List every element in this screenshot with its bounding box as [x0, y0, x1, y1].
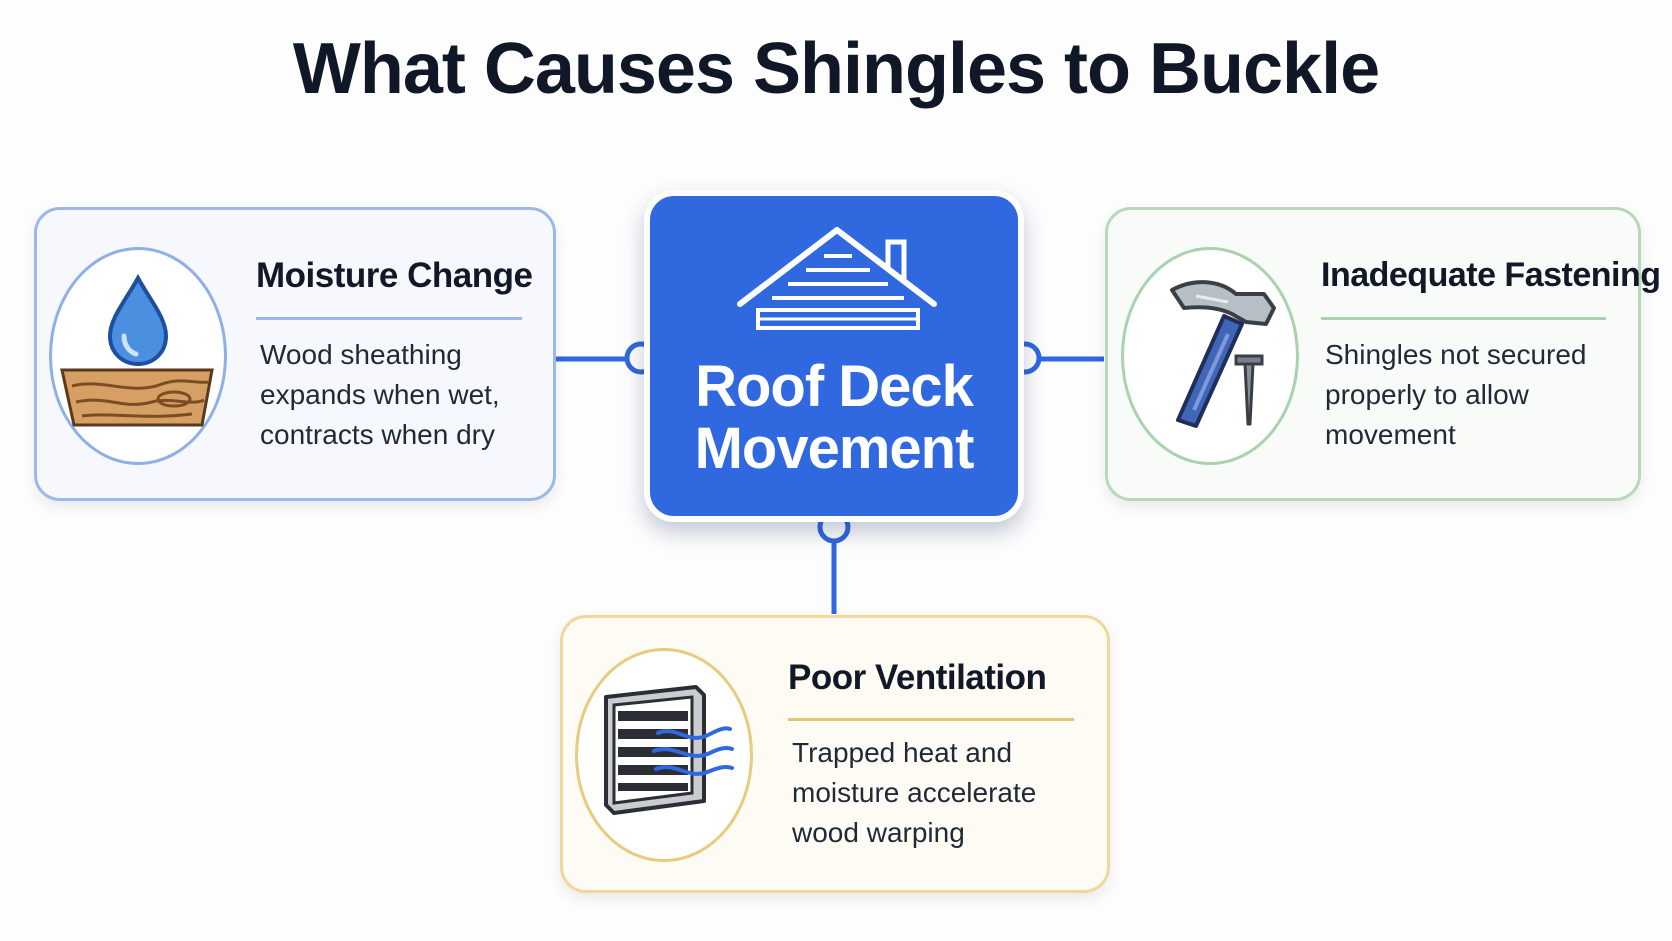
fastening-title: Inadequate Fastening — [1321, 256, 1661, 294]
moisture-title: Moisture Change — [256, 256, 533, 295]
center-label-line2: Movement — [694, 416, 975, 481]
fastening-description: Shingles not secured properly to allow m… — [1325, 339, 1587, 450]
water-drop-wood-icon — [49, 247, 227, 465]
vent-airflow-icon — [575, 648, 753, 862]
house-roof-icon — [737, 227, 937, 330]
cause-card-fastening: Inadequate Fastening Shingles not secure… — [1105, 207, 1661, 501]
cause-card-ventilation: Poor Ventilation Trapped heat and moistu… — [560, 615, 1110, 893]
center-concept-box: Roof Deck Movement — [644, 190, 1024, 522]
hammer-nail-icon — [1121, 247, 1299, 465]
fastening-divider — [1321, 317, 1606, 320]
center-label-line1: Roof Deck — [695, 354, 974, 419]
center-label: Roof Deck Movement — [650, 356, 1018, 480]
ventilation-title: Poor Ventilation — [788, 658, 1047, 697]
ventilation-divider — [788, 718, 1074, 721]
page-title: What Causes Shingles to Buckle — [292, 29, 1380, 109]
moisture-divider — [256, 317, 522, 320]
cause-card-moisture: Moisture Change Wood sheathing expands w… — [34, 207, 556, 501]
moisture-description: Wood sheathing expands when wet, contrac… — [260, 339, 500, 450]
ventilation-description: Trapped heat and moisture accelerate woo… — [792, 737, 1037, 848]
